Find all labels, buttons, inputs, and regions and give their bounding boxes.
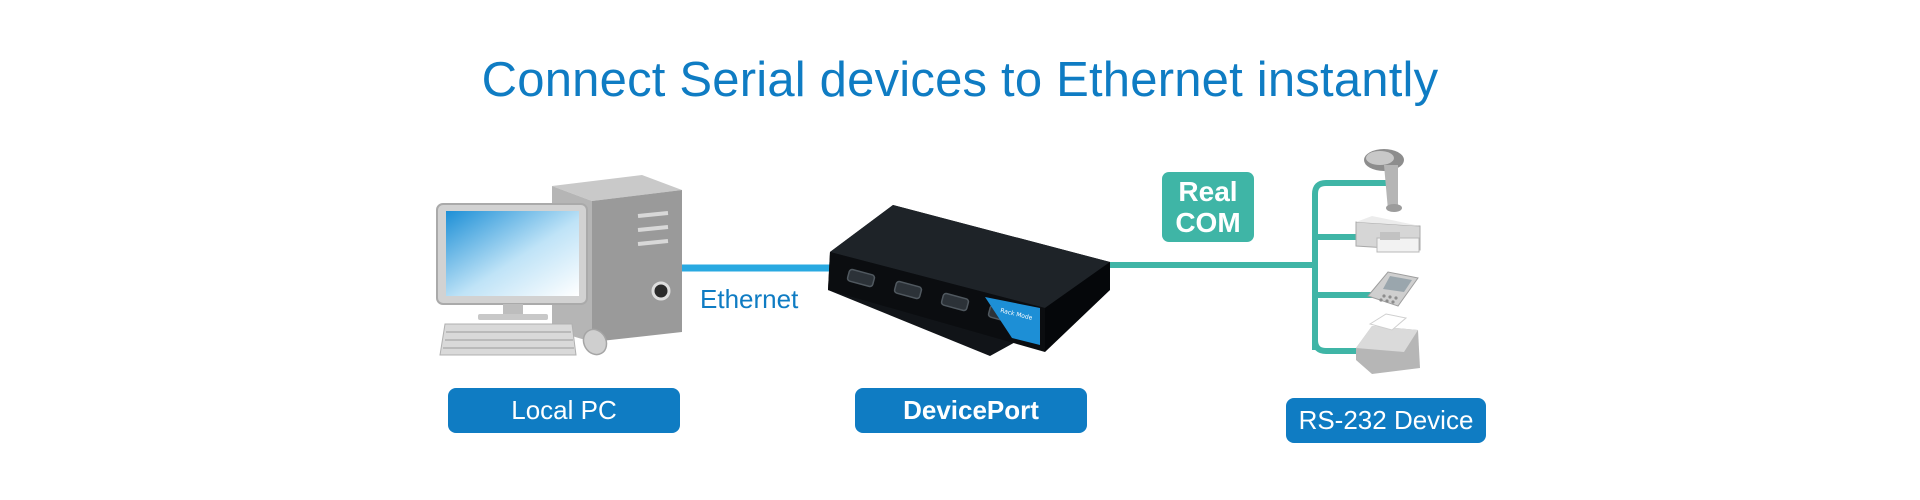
barcode-scanner-icon <box>1364 149 1404 212</box>
ethernet-label: Ethernet <box>700 284 799 314</box>
serial-bus <box>1312 180 1392 350</box>
realcom-badge: Real COM <box>1162 172 1254 242</box>
deviceport-label: DevicePort <box>855 388 1087 433</box>
realcom-line-1: Real <box>1178 176 1238 207</box>
card-reader-icon <box>1355 216 1421 253</box>
local-pc-label: Local PC <box>448 388 680 433</box>
deviceport-hardware-icon: Rack Mode <box>828 205 1110 356</box>
realcom-line-2: COM <box>1175 207 1241 238</box>
pos-terminal-icon <box>1367 271 1419 307</box>
receipt-printer-icon <box>1356 313 1420 374</box>
rs232-device-label: RS-232 Device <box>1286 398 1486 443</box>
desktop-pc-icon <box>436 175 682 356</box>
page-title: Connect Serial devices to Ethernet insta… <box>481 53 1439 107</box>
